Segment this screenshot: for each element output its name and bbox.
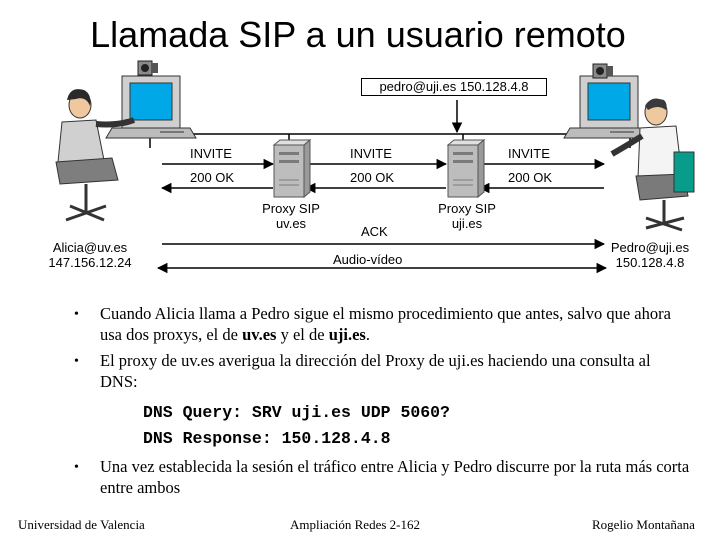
proxy-uv-label: Proxy SIP uv.es bbox=[244, 201, 338, 231]
proxy-uji-line1: Proxy SIP bbox=[438, 201, 496, 216]
alicia-label: Alicia@uv.es 147.156.12.24 bbox=[30, 240, 150, 270]
bullet-1-bold-uji: uji.es bbox=[328, 325, 366, 344]
webcam-icon-alicia bbox=[137, 60, 158, 76]
bullet-text-1: Cuando Alicia llama a Pedro sigue el mis… bbox=[100, 303, 690, 345]
footer-right: Rogelio Montañana bbox=[592, 517, 695, 532]
network-bus bbox=[149, 100, 631, 148]
person-icon-alicia bbox=[55, 89, 136, 222]
ok-label-1: 200 OK bbox=[190, 170, 235, 185]
proxy-uji-label: Proxy SIP uji.es bbox=[420, 201, 514, 231]
footer-center: Ampliación Redes 2-162 bbox=[290, 517, 420, 532]
proxy-uji-line2: uji.es bbox=[451, 216, 483, 231]
proxy-uv-line2: uv.es bbox=[275, 216, 307, 231]
pedro-address: Pedro@uji.es bbox=[610, 240, 690, 255]
pedro-ip: 150.128.4.8 bbox=[615, 255, 685, 270]
webcam-icon-pedro bbox=[592, 63, 613, 79]
alicia-ip: 147.156.12.24 bbox=[48, 255, 132, 270]
server-icon-uv bbox=[272, 138, 312, 199]
page-title: Llamada SIP a un usuario remoto bbox=[90, 14, 626, 55]
bullet-marker-3: • bbox=[74, 460, 79, 475]
invite-label-1: INVITE bbox=[190, 146, 232, 161]
bullet-1-text-mid: y el de bbox=[276, 325, 329, 344]
pedro-label: Pedro@uji.es 150.128.4.8 bbox=[590, 240, 710, 270]
bullet-1-bold-uv: uv.es bbox=[242, 325, 277, 344]
proxy-uv-line1: Proxy SIP bbox=[262, 201, 320, 216]
footer-left: Universidad de Valencia bbox=[18, 517, 145, 532]
alicia-address: Alicia@uv.es bbox=[52, 240, 128, 255]
bullet-text-3: Una vez establecida la sesión el tráfico… bbox=[100, 457, 690, 497]
computer-icon-pedro bbox=[563, 75, 655, 139]
dns-query-line: DNS Query: SRV uji.es UDP 5060? bbox=[143, 403, 450, 422]
bullet-1-text-end: . bbox=[365, 325, 370, 344]
ok-label-2: 200 OK bbox=[350, 170, 395, 185]
person-icon-pedro bbox=[610, 98, 695, 232]
invite-label-2: INVITE bbox=[350, 146, 392, 161]
server-icon-uji bbox=[446, 138, 486, 199]
bullet-1-text-start: Cuando Alicia llama a Pedro sigue el mis… bbox=[100, 304, 671, 344]
ok-label-3: 200 OK bbox=[508, 170, 553, 185]
dns-response-line: DNS Response: 150.128.4.8 bbox=[143, 429, 391, 448]
bullet-marker-2: • bbox=[74, 354, 79, 369]
pedro-address-box: pedro@uji.es 150.128.4.8 bbox=[361, 78, 547, 96]
computer-icon-alicia bbox=[105, 75, 197, 139]
bullet-marker-1: • bbox=[74, 307, 79, 322]
ack-label: ACK bbox=[361, 224, 388, 239]
invite-label-3: INVITE bbox=[508, 146, 550, 161]
audio-video-label: Audio-vídeo bbox=[333, 252, 403, 267]
bullet-text-2: El proxy de uv.es averigua la dirección … bbox=[100, 351, 651, 391]
